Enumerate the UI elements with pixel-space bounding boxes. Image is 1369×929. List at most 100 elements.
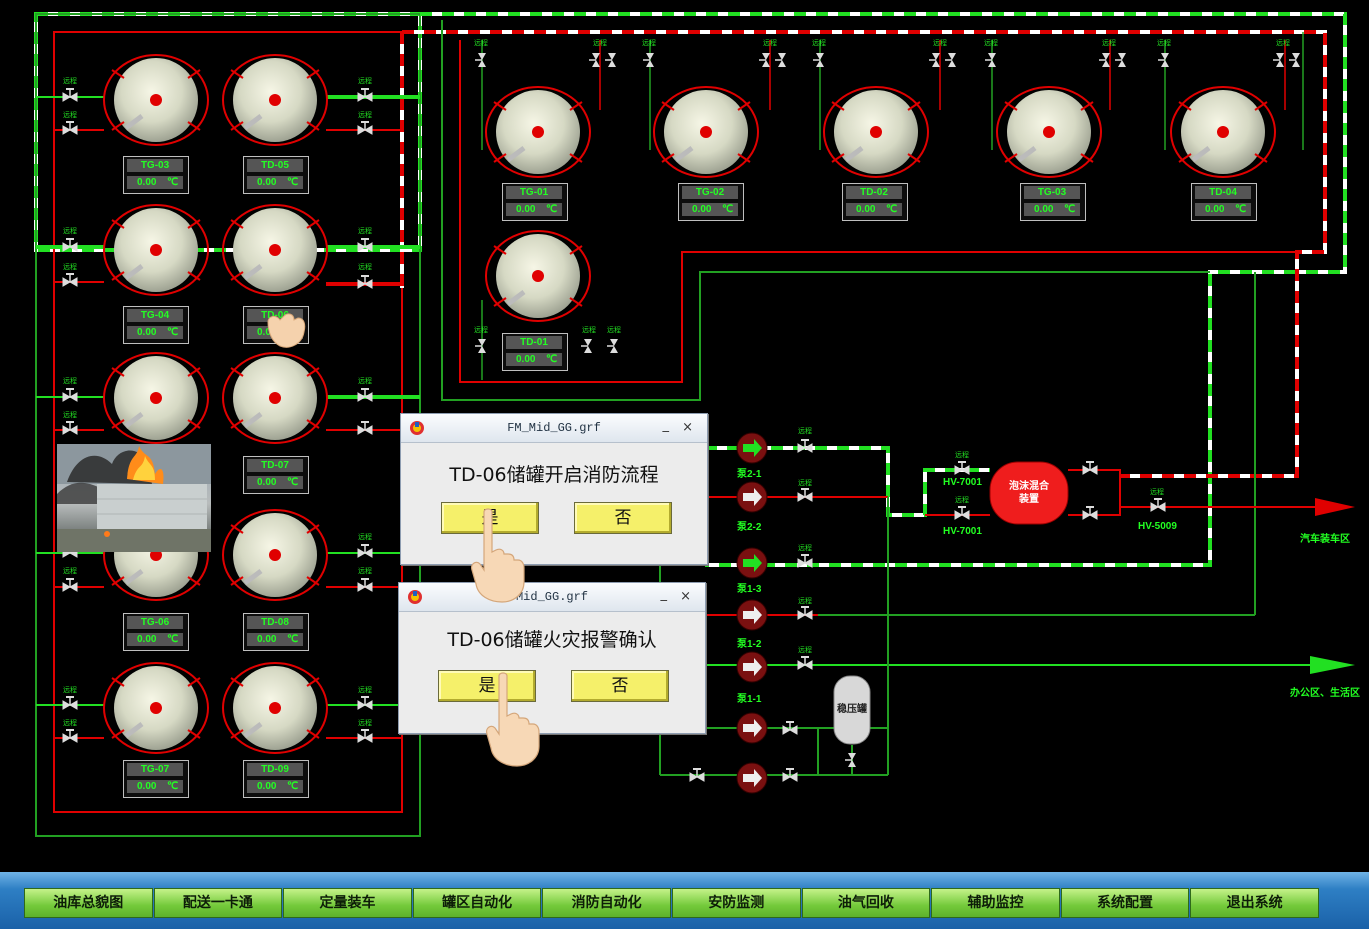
right-area-pipes bbox=[402, 12, 1347, 616]
valve-tag: 远程 bbox=[798, 647, 812, 654]
valve-tag: 远程 bbox=[63, 720, 77, 727]
close-icon[interactable]: × bbox=[682, 420, 693, 435]
valve-tag: 远程 bbox=[63, 264, 77, 271]
minimize-icon[interactable]: _ bbox=[660, 587, 668, 602]
valve-tag: 远程 bbox=[798, 428, 812, 435]
top-valves bbox=[474, 32, 1304, 380]
dialog-titlebar[interactable]: Mid_GG.grf _ × bbox=[399, 583, 705, 612]
dialog-title: FM_Mid_GG.grf bbox=[507, 421, 601, 435]
nav-delivery-card[interactable]: 配送一卡通 bbox=[153, 888, 283, 918]
valve-label-hv5009: HV-5009 bbox=[1138, 521, 1177, 532]
pump-label-1-3: 泵1-3 bbox=[737, 584, 762, 595]
valve-tag: 远程 bbox=[798, 480, 812, 487]
pump-label-1-1: 泵1-1 bbox=[737, 694, 762, 705]
valve-label-hv7001-top: HV-7001 bbox=[943, 477, 982, 488]
tank-label-td04: TD-04 0.00℃ bbox=[1191, 183, 1257, 221]
tank-label-tg01: TG-01 0.00℃ bbox=[502, 183, 568, 221]
dialog-message: TD-06储罐火灾报警确认 bbox=[447, 629, 657, 651]
tank-label-td01: TD-01 0.00℃ bbox=[502, 333, 568, 371]
valve-tag: 远程 bbox=[63, 412, 77, 419]
valve-tag: 远程 bbox=[63, 378, 77, 385]
valve-tag: 远程 bbox=[358, 78, 372, 85]
nav-tank-automation[interactable]: 罐区自动化 bbox=[412, 888, 542, 918]
pump-label-2-1: 泵2-1 bbox=[737, 469, 762, 480]
minimize-icon[interactable]: _ bbox=[662, 418, 670, 433]
valve-tag: 远程 bbox=[812, 40, 826, 47]
valve-tag: 远程 bbox=[1157, 40, 1171, 47]
valve-tag: 远程 bbox=[593, 40, 607, 47]
tank-label-tg04: TG-04 0.00℃ bbox=[123, 306, 189, 344]
valve-tag: 远程 bbox=[1150, 489, 1164, 496]
nav-metered-loading[interactable]: 定量装车 bbox=[283, 888, 412, 918]
valve-label-hv7001-bottom: HV-7001 bbox=[943, 526, 982, 537]
valve-tag: 远程 bbox=[1102, 40, 1116, 47]
bottom-nav-bar: 油库总貌图 配送一卡通 定量装车 罐区自动化 消防自动化 安防监测 油气回收 辅… bbox=[0, 872, 1369, 929]
pointer-hand-icon bbox=[486, 672, 540, 767]
tank-label-tg06: TG-06 0.00℃ bbox=[123, 613, 189, 651]
left-area-pipes bbox=[34, 12, 422, 837]
nav-strip: 油库总貌图 配送一卡通 定量装车 罐区自动化 消防自动化 安防监测 油气回收 辅… bbox=[24, 888, 1320, 918]
valve-tag: 远程 bbox=[63, 568, 77, 575]
pressure-tank-label: 稳压罐 bbox=[837, 704, 867, 715]
no-button[interactable]: 否 bbox=[574, 502, 672, 534]
fire-camera-image bbox=[57, 444, 211, 552]
valve-tag: 远程 bbox=[933, 40, 947, 47]
tank-label-td02: TD-02 0.00℃ bbox=[842, 183, 908, 221]
fire-alarm-confirm-dialog[interactable]: Mid_GG.grf _ × TD-06储罐火灾报警确认 是 否 bbox=[398, 582, 706, 734]
dialog-titlebar[interactable]: FM_Mid_GG.grf _ × bbox=[401, 414, 707, 443]
nav-vapor-recovery[interactable]: 油气回收 bbox=[801, 888, 931, 918]
dialog-title: Mid_GG.grf bbox=[515, 590, 588, 604]
yes-button[interactable]: 是 bbox=[438, 670, 536, 702]
pump-station-pipes bbox=[659, 432, 1355, 794]
valve-tag: 远程 bbox=[984, 40, 998, 47]
valve-tag: 远程 bbox=[582, 327, 596, 334]
valve-tag: 远程 bbox=[798, 598, 812, 605]
pump-label-2-2: 泵2-2 bbox=[737, 522, 762, 533]
tank-label-td07: TD-07 0.00℃ bbox=[243, 456, 309, 494]
process-diagram bbox=[34, 12, 1355, 837]
close-icon[interactable]: × bbox=[680, 589, 691, 604]
fire-scene bbox=[57, 444, 211, 552]
dialog-message: TD-06储罐开启消防流程 bbox=[449, 464, 659, 486]
valve-tag: 远程 bbox=[358, 720, 372, 727]
nav-security-monitor[interactable]: 安防监测 bbox=[671, 888, 801, 918]
outlet-truck-label: 汽车装车区 bbox=[1300, 534, 1350, 545]
valve-tag: 远程 bbox=[955, 497, 969, 504]
pressure-tank-shape bbox=[833, 675, 871, 745]
valve-tag: 远程 bbox=[63, 112, 77, 119]
valve-tag: 远程 bbox=[358, 112, 372, 119]
foam-mixer-label: 泡沫混合装置 bbox=[1009, 481, 1049, 505]
tank-label-td08: TD-08 0.00℃ bbox=[243, 613, 309, 651]
nav-system-config[interactable]: 系统配置 bbox=[1060, 888, 1190, 918]
no-button[interactable]: 否 bbox=[571, 670, 669, 702]
pump-label-1-2: 泵1-2 bbox=[737, 639, 762, 650]
pointer-hand-icon bbox=[267, 313, 306, 348]
tank-label-tg03-left: TG-03 0.00℃ bbox=[123, 156, 189, 194]
fire-process-dialog[interactable]: FM_Mid_GG.grf _ × TD-06储罐开启消防流程 是 否 bbox=[400, 413, 708, 565]
nav-fire-automation[interactable]: 消防自动化 bbox=[542, 888, 671, 918]
pointer-hand-icon bbox=[471, 508, 525, 603]
valve-tag: 远程 bbox=[607, 327, 621, 334]
nav-depot-overview[interactable]: 油库总貌图 bbox=[24, 888, 153, 918]
valve-tag: 远程 bbox=[474, 40, 488, 47]
valve-tag: 远程 bbox=[63, 687, 77, 694]
nav-exit-system[interactable]: 退出系统 bbox=[1190, 888, 1319, 918]
tank-label-td09: TD-09 0.00℃ bbox=[243, 760, 309, 798]
tank-label-td05: TD-05 0.00℃ bbox=[243, 156, 309, 194]
valve-tag: 远程 bbox=[763, 40, 777, 47]
outlet-office-label: 办公区、生活区 bbox=[1290, 688, 1360, 699]
valve-tag: 远程 bbox=[798, 545, 812, 552]
valve-tag: 远程 bbox=[358, 687, 372, 694]
valve-tag: 远程 bbox=[358, 378, 372, 385]
valve-tag: 远程 bbox=[63, 78, 77, 85]
nav-aux-monitor[interactable]: 辅助监控 bbox=[931, 888, 1060, 918]
app-icon bbox=[410, 421, 424, 435]
foam-mixer-shape bbox=[989, 461, 1069, 525]
app-icon bbox=[408, 590, 422, 604]
valve-tag: 远程 bbox=[358, 568, 372, 575]
left-valves bbox=[62, 87, 373, 743]
valve-tag: 远程 bbox=[955, 452, 969, 459]
valve-tag: 远程 bbox=[358, 228, 372, 235]
valve-tag: 远程 bbox=[642, 40, 656, 47]
valve-tag: 远程 bbox=[358, 264, 372, 271]
